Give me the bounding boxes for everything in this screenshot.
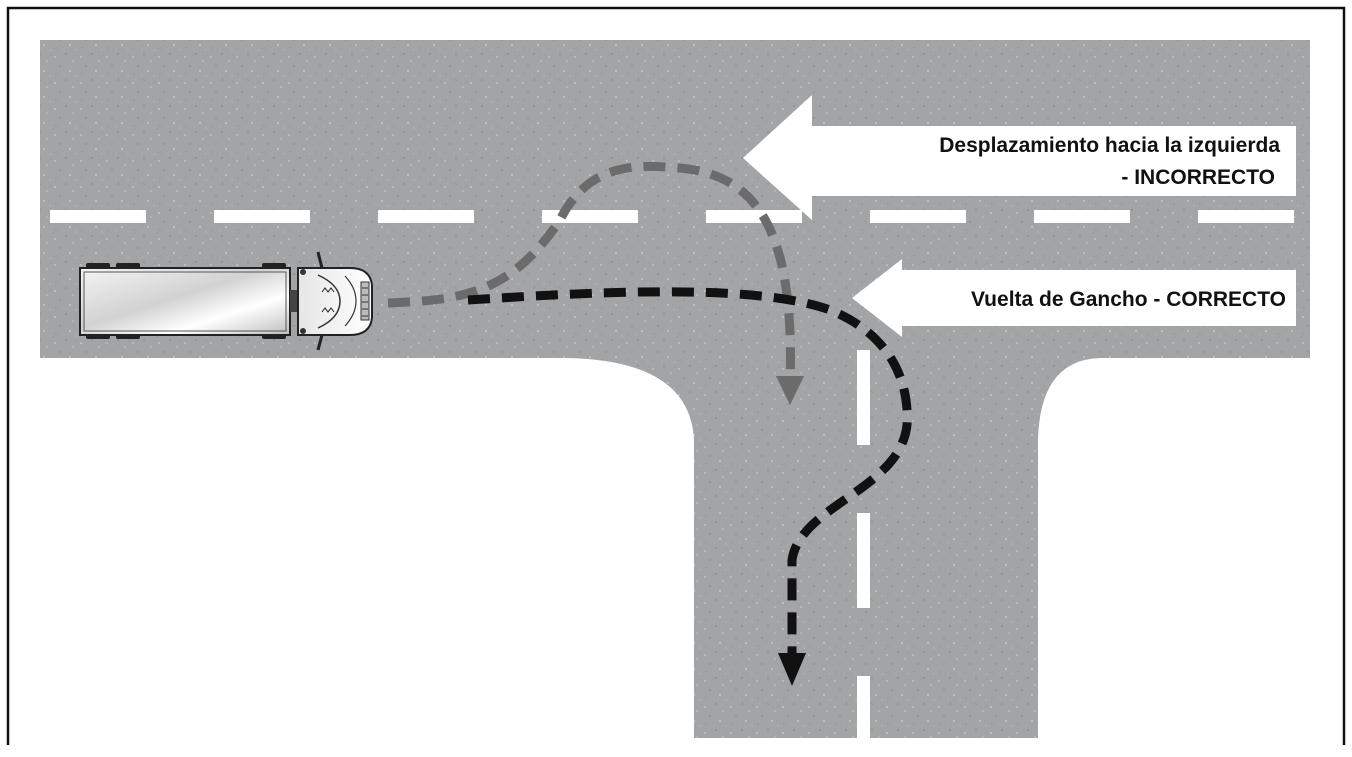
correct-path <box>467 287 912 686</box>
road-surface <box>40 40 1310 738</box>
incorrect-label-line2: - INCORRECTO <box>1121 166 1275 189</box>
center-line-vertical <box>857 350 870 738</box>
semi-truck-icon <box>79 251 373 351</box>
incorrect-label-arrow <box>743 95 1296 220</box>
correct-path-arrowhead <box>778 653 806 686</box>
incorrect-path-arrowhead <box>776 376 804 405</box>
frame-border <box>6 6 1346 745</box>
incorrect-label-line1: Desplazamiento hacia la izquierda <box>939 134 1280 157</box>
center-line-horizontal <box>50 210 1294 223</box>
correct-label-arrow <box>852 259 1296 337</box>
incorrect-path <box>387 161 804 405</box>
correct-label: Vuelta de Gancho - CORRECTO <box>971 288 1286 311</box>
